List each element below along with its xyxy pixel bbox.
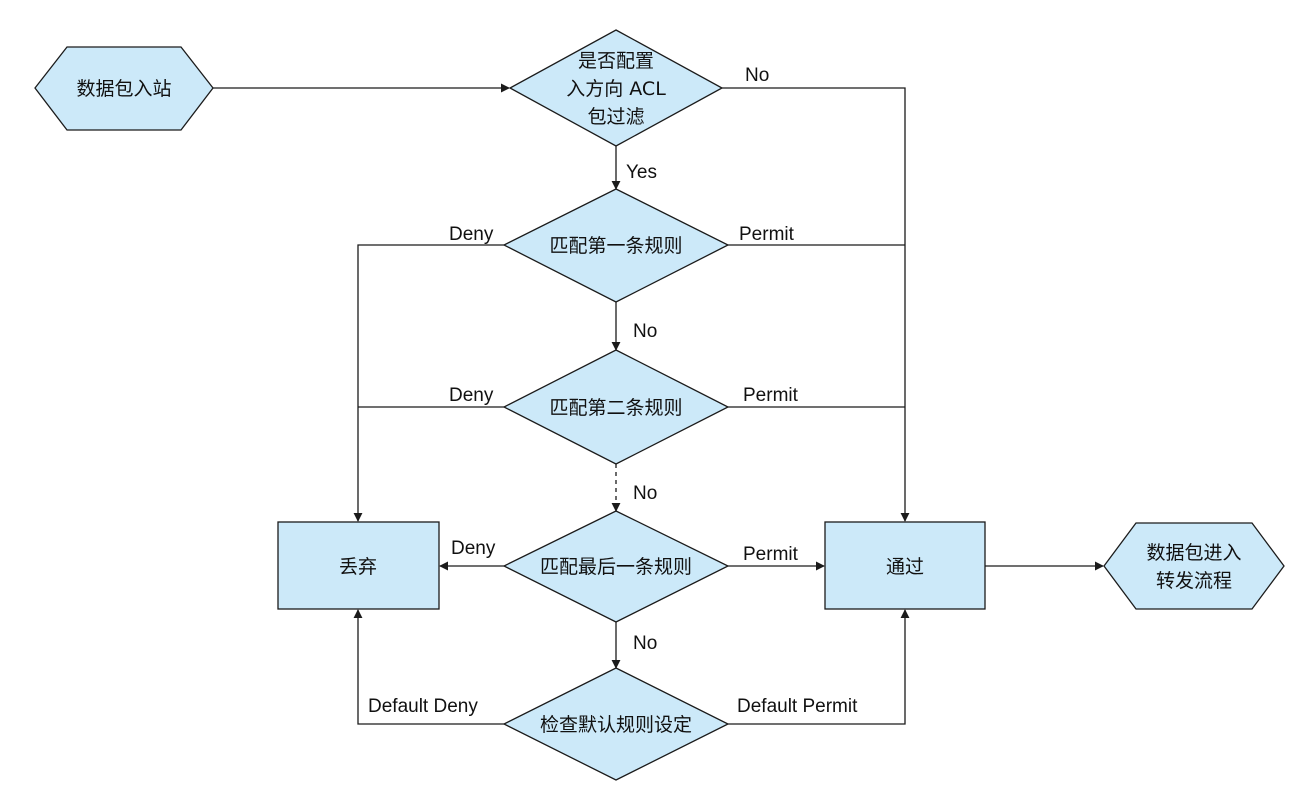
discard-box: [277, 521, 440, 610]
forward-node: [1103, 522, 1285, 610]
edge-label-default-permit: Default Permit: [737, 696, 858, 717]
pass-box: [824, 521, 986, 610]
default-check-label: 检查默认规则设定: [540, 714, 692, 736]
edge-label-last-deny: Deny: [451, 538, 496, 559]
acl-check-label-line2: 入方向 ACL: [566, 78, 666, 100]
edge-acl-no-to-pass: [722, 87, 910, 522]
edge-default-permit-to-pass: [728, 609, 910, 725]
acl-check-label-line1: 是否配置: [578, 50, 654, 72]
start-node: [34, 46, 214, 131]
rule2-label: 匹配第二条规则: [549, 397, 682, 419]
edge-rule1-deny-to-discard: [353, 244, 504, 522]
rule1-label: 匹配第一条规则: [549, 235, 682, 257]
edge-label-rule2-permit: Permit: [743, 385, 799, 406]
forward-label-line2: 转发流程: [1156, 570, 1232, 592]
edge-label-last-no: No: [633, 633, 657, 654]
start-label: 数据包入站: [76, 78, 171, 100]
edge-label-acl-no: No: [745, 65, 769, 86]
edge-label-rule1-no: No: [633, 321, 657, 342]
edge-label-rule2-no: No: [633, 483, 657, 504]
edge-label-rule1-deny: Deny: [449, 224, 494, 245]
edge-label-rule2-deny: Deny: [449, 385, 494, 406]
edge-label-rule1-permit: Permit: [739, 224, 795, 245]
rule1-decision: [502, 188, 730, 303]
rule2-decision: [502, 349, 730, 465]
edge-label-acl-yes: Yes: [626, 162, 657, 183]
edge-default-deny-to-discard: [353, 609, 504, 725]
acl-check-decision: [508, 29, 724, 147]
default-check-decision: [502, 667, 730, 781]
rule-last-decision: [502, 510, 730, 623]
edge-label-default-deny: Default Deny: [368, 696, 478, 717]
rule-last-label: 匹配最后一条规则: [540, 556, 692, 578]
discard-label: 丢弃: [339, 556, 377, 578]
edge-label-last-permit: Permit: [743, 544, 799, 565]
forward-label-line1: 数据包进入: [1146, 542, 1241, 564]
pass-label: 通过: [886, 556, 924, 578]
acl-check-label-line3: 包过滤: [587, 106, 644, 128]
